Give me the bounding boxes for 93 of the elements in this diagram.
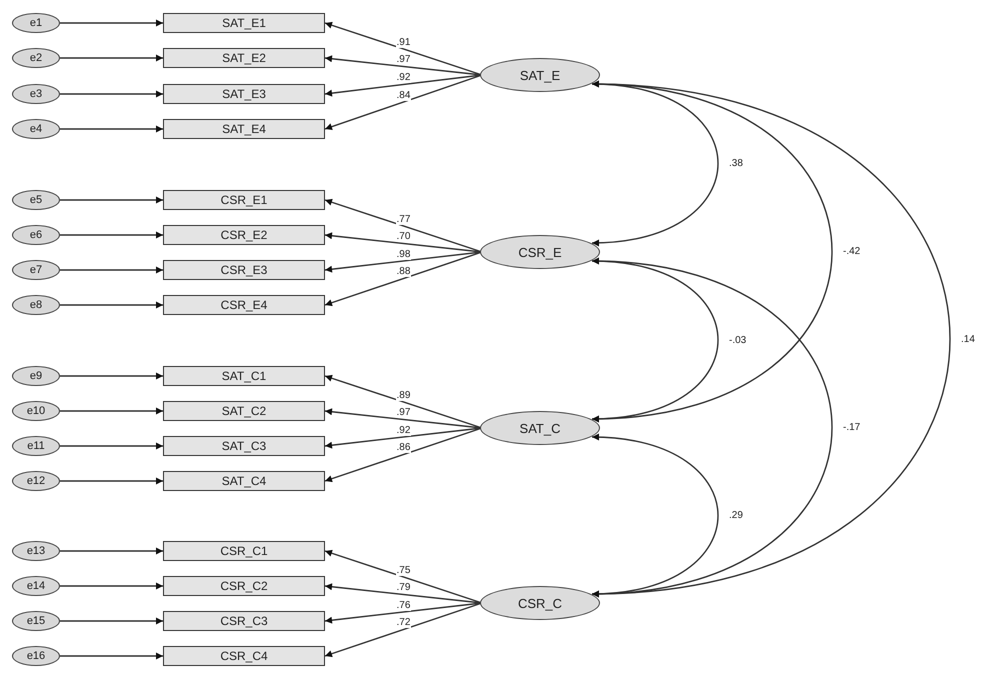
covariance-arrow	[592, 258, 832, 597]
arrow	[60, 266, 163, 274]
observed-variable-box: CSR_E2	[163, 225, 325, 245]
observed-variable-box: SAT_E1	[163, 13, 325, 33]
arrow	[60, 196, 163, 204]
arrow	[324, 427, 482, 482]
arrow	[324, 427, 482, 449]
edge-label: .75	[396, 564, 412, 576]
edge-label: .70	[396, 231, 412, 242]
edge-label: .91	[396, 36, 412, 48]
arrow	[60, 90, 163, 98]
error-ellipse: e4	[12, 119, 60, 139]
edge-label: .88	[396, 266, 412, 277]
error-ellipse: e2	[12, 48, 60, 68]
arrow	[324, 74, 482, 97]
error-ellipse: e7	[12, 260, 60, 280]
edge-label: .14	[960, 334, 976, 344]
edge-label: .98	[396, 248, 412, 260]
observed-variable-box: SAT_E2	[163, 48, 325, 68]
edge-label: .79	[396, 582, 412, 593]
edge-label: .89	[396, 390, 412, 400]
arrow	[60, 618, 163, 624]
error-ellipse: e1	[12, 13, 60, 33]
observed-variable-box: SAT_E4	[163, 119, 325, 139]
arrow	[60, 408, 163, 414]
observed-variable-box: CSR_E4	[163, 295, 325, 315]
arrow	[60, 442, 163, 450]
error-ellipse: e3	[12, 84, 60, 104]
edge-label: .86	[396, 442, 412, 453]
error-ellipse: e15	[12, 611, 60, 631]
edge-label: .97	[396, 407, 412, 418]
arrow	[324, 251, 482, 306]
edge-label: .38	[728, 158, 744, 169]
observed-variable-box: SAT_C4	[163, 471, 325, 491]
error-ellipse: e9	[12, 366, 60, 386]
arrow	[324, 22, 482, 76]
edge-label: .72	[396, 617, 412, 628]
edge-label: .77	[396, 214, 412, 224]
observed-variable-box: SAT_C3	[163, 436, 325, 456]
edge-label: -.17	[842, 422, 862, 433]
observed-variable-box: CSR_C2	[163, 576, 325, 596]
observed-variable-box: CSR_C1	[163, 541, 325, 561]
arrow	[324, 74, 482, 130]
arrow	[60, 126, 163, 132]
arrow	[60, 54, 163, 62]
edge-label: -.03	[728, 334, 748, 346]
edge-label: .92	[396, 72, 412, 83]
edge-label: .92	[396, 424, 412, 436]
edge-label: .76	[396, 600, 412, 610]
arrow	[324, 550, 482, 604]
observed-variable-box: SAT_E3	[163, 84, 325, 104]
observed-variable-box: CSR_C4	[163, 646, 325, 666]
arrow	[324, 374, 482, 429]
arrow	[60, 548, 163, 554]
edge-label: .84	[396, 90, 412, 100]
arrow	[60, 20, 163, 26]
error-ellipse: e14	[12, 576, 60, 596]
error-ellipse: e10	[12, 401, 60, 421]
arrow	[60, 372, 163, 380]
arrow	[324, 198, 482, 253]
error-ellipse: e8	[12, 295, 60, 315]
error-ellipse: e11	[12, 436, 60, 456]
covariance-arrow	[592, 81, 950, 597]
observed-variable-box: CSR_E3	[163, 260, 325, 280]
covariance-arrow	[592, 434, 718, 597]
arrow	[324, 583, 482, 604]
observed-variable-box: CSR_E1	[163, 190, 325, 210]
arrow	[324, 602, 482, 658]
arrow	[60, 478, 163, 484]
arrow	[60, 582, 163, 590]
arrow	[324, 55, 482, 76]
error-ellipse: e16	[12, 646, 60, 666]
arrow	[324, 232, 482, 253]
arrow	[324, 408, 482, 429]
latent-variable-ellipse: SAT_E	[480, 58, 600, 92]
arrow	[60, 232, 163, 238]
latent-variable-ellipse: CSR_C	[480, 586, 600, 620]
observed-variable-box: CSR_C3	[163, 611, 325, 631]
arrow	[60, 652, 163, 660]
error-ellipse: e6	[12, 225, 60, 245]
edge-label: .97	[396, 54, 412, 65]
observed-variable-box: SAT_C2	[163, 401, 325, 421]
arrow	[324, 251, 482, 273]
observed-variable-box: SAT_C1	[163, 366, 325, 386]
arrow	[60, 302, 163, 308]
latent-variable-ellipse: CSR_E	[480, 235, 600, 269]
arrow	[324, 602, 482, 624]
edge-label: -.42	[842, 246, 862, 257]
error-ellipse: e13	[12, 541, 60, 561]
edge-label: .29	[728, 510, 744, 521]
error-ellipse: e12	[12, 471, 60, 491]
latent-variable-ellipse: SAT_C	[480, 411, 600, 445]
error-ellipse: e5	[12, 190, 60, 210]
